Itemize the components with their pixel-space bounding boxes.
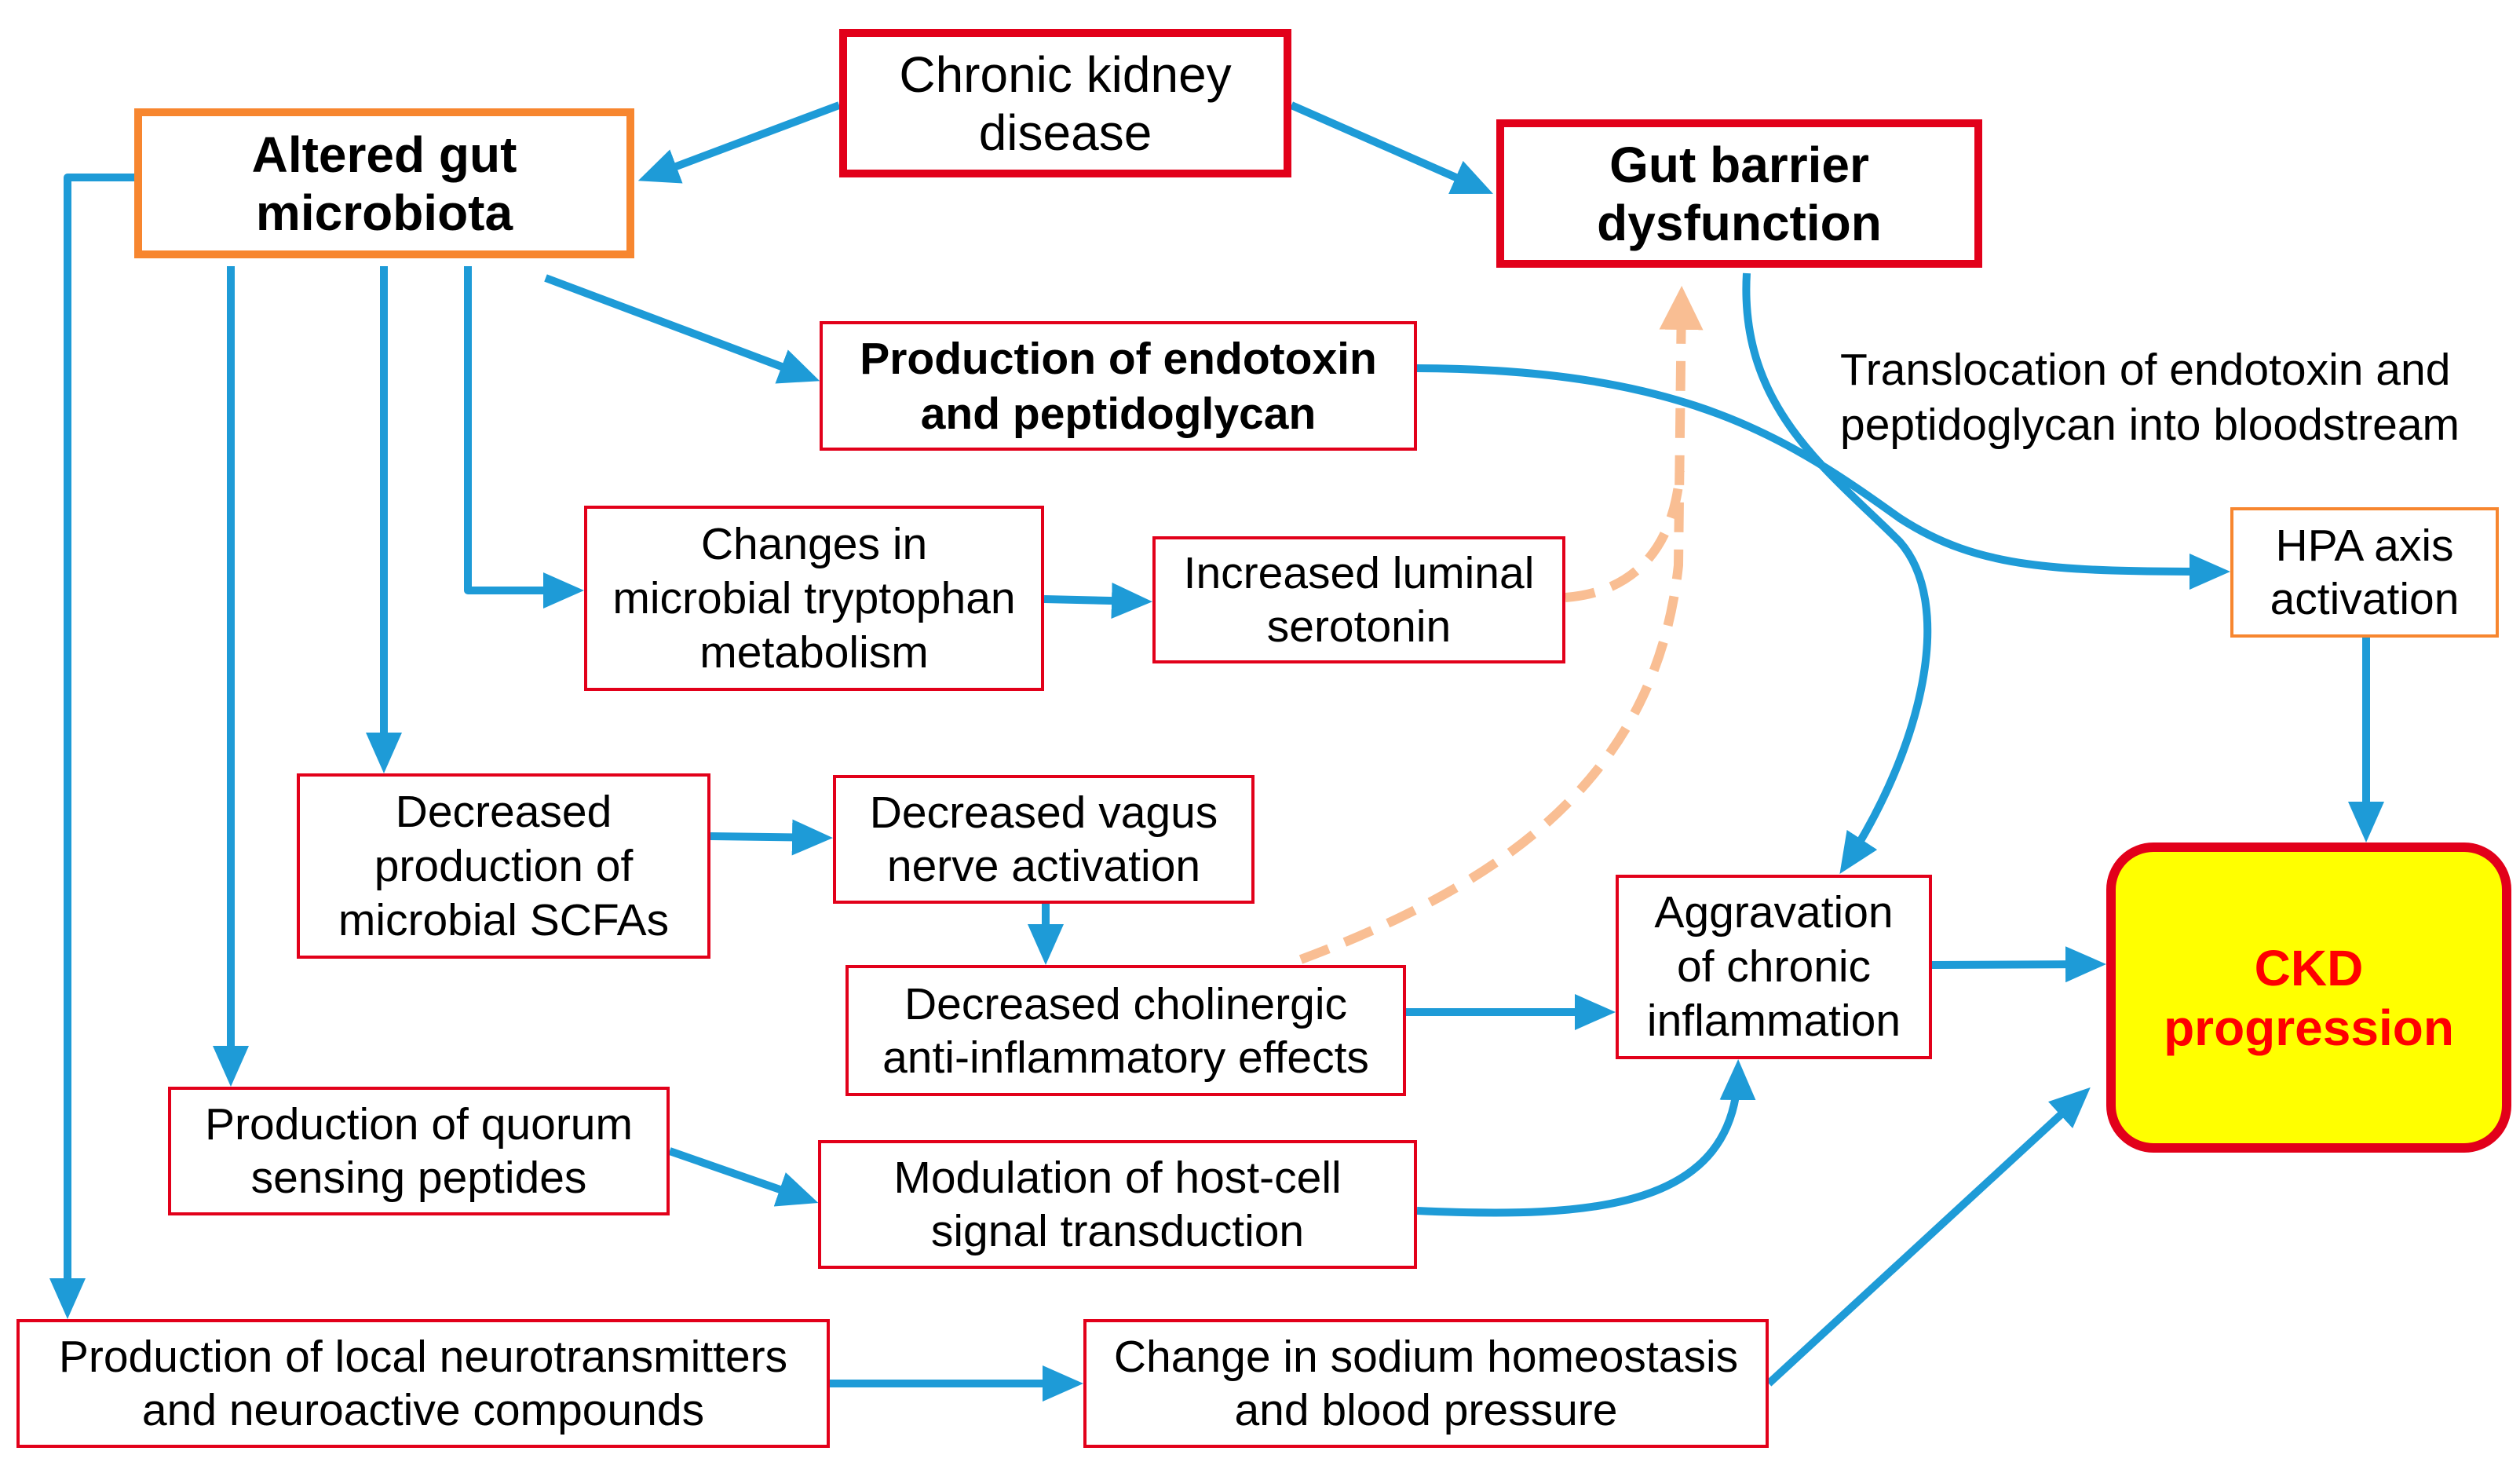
node-chronic-kidney-disease: Chronic kidney disease xyxy=(839,29,1291,177)
node-host-cell-signal-line-1: Modulation of host-cell xyxy=(893,1153,1342,1203)
node-ckd-progression: CKD progression xyxy=(2106,842,2511,1153)
node-chronic-inflammation-line-1: Aggravation xyxy=(1654,887,1894,938)
node-scfa-production-line-3: microbial SCFAs xyxy=(338,894,670,945)
node-cholinergic-effects: Decreased cholinergic anti-inflammatory … xyxy=(845,965,1406,1096)
node-chronic-kidney-disease-line-2: disease xyxy=(978,104,1152,161)
node-tryptophan-metabolism-line-3: metabolism xyxy=(699,627,929,678)
node-quorum-sensing-peptides-line-1: Production of quorum xyxy=(205,1099,633,1150)
node-host-cell-signal: Modulation of host-cell signal transduct… xyxy=(818,1140,1417,1269)
arrow-ckd-to-altered-gut-microbiota xyxy=(637,101,841,184)
dashed-arrow-serotonin-to-gut-barrier xyxy=(1565,470,1685,602)
edge-label-translocation-line-2: peptidoglycan into bloodstream xyxy=(1840,400,2460,450)
node-altered-gut-microbiota-line-1: Altered gut xyxy=(251,126,517,183)
node-scfa-production-line-2: production of xyxy=(374,840,634,891)
dashed-arrow-cholinergic-to-gut-barrier xyxy=(1298,286,1704,964)
node-ckd-progression-line-2: progression xyxy=(2164,999,2454,1056)
node-vagus-nerve-activation: Decreased vagus nerve activation xyxy=(833,775,1255,904)
arrow-scfa-to-vagus-nerve xyxy=(710,819,833,856)
node-tryptophan-metabolism-line-1: Changes in xyxy=(700,518,928,569)
node-hpa-axis-activation-line-2: activation xyxy=(2270,574,2460,624)
arrow-host-cell-signal-to-chronic-inflammation xyxy=(1416,1059,1756,1217)
node-cholinergic-effects-line-1: Decreased cholinergic xyxy=(904,978,1347,1029)
arrow-endotoxin-to-hpa-axis xyxy=(1416,364,2230,590)
node-ckd-progression-line-1: CKD xyxy=(2254,939,2364,996)
node-endotoxin-peptidoglycan-line-2: and peptidoglycan xyxy=(920,388,1317,439)
node-chronic-kidney-disease-line-1: Chronic kidney xyxy=(899,46,1232,103)
node-vagus-nerve-activation-line-2: nerve activation xyxy=(886,841,1201,891)
node-host-cell-signal-line-2: signal transduction xyxy=(930,1206,1305,1256)
node-luminal-serotonin: Increased luminal serotonin xyxy=(1152,536,1565,663)
node-tryptophan-metabolism: Changes in microbial tryptophan metaboli… xyxy=(584,506,1044,691)
node-scfa-production-line-1: Decreased xyxy=(395,786,612,837)
node-altered-gut-microbiota-line-2: microbiota xyxy=(255,184,513,241)
arrow-sodium-homeostasis-to-ckd-progression xyxy=(1766,1087,2091,1387)
edge-label-translocation-line-1: Translocation of endotoxin and xyxy=(1840,345,2451,395)
node-chronic-inflammation-line-3: inflammation xyxy=(1646,996,1901,1046)
node-local-neurotransmitters: Production of local neurotransmitters an… xyxy=(16,1319,830,1448)
node-sodium-homeostasis: Change in sodium homeostasis and blood p… xyxy=(1083,1319,1769,1448)
node-quorum-sensing-peptides-line-2: sensing peptides xyxy=(250,1153,587,1203)
node-luminal-serotonin-line-1: Increased luminal xyxy=(1183,548,1535,598)
arrow-tryptophan-to-serotonin xyxy=(1043,583,1152,620)
node-cholinergic-effects-line-2: anti-inflammatory effects xyxy=(882,1032,1369,1083)
arrow-quorum-sensing-to-host-cell-signal xyxy=(668,1147,819,1207)
node-sodium-homeostasis-line-2: and blood pressure xyxy=(1234,1385,1618,1435)
arrow-ckd-to-gut-barrier-dysfunction xyxy=(1289,101,1493,194)
node-scfa-production: Decreased production of microbial SCFAs xyxy=(297,773,710,959)
node-sodium-homeostasis-line-1: Change in sodium homeostasis xyxy=(1113,1332,1739,1382)
node-gut-barrier-dysfunction: Gut barrier dysfunction xyxy=(1496,119,1982,268)
node-tryptophan-metabolism-line-2: microbial tryptophan xyxy=(612,572,1016,623)
node-hpa-axis-activation: HPA axis activation xyxy=(2230,507,2499,638)
edge-label-translocation: Translocation of endotoxin and peptidogl… xyxy=(1840,342,2500,452)
node-hpa-axis-activation-line-1: HPA axis xyxy=(2275,521,2454,571)
node-chronic-inflammation-line-2: of chronic xyxy=(1676,941,1872,992)
node-chronic-inflammation: Aggravation of chronic inflammation xyxy=(1616,875,1932,1059)
arrow-chronic-inflammation-to-ckd-progression xyxy=(1931,946,2106,983)
node-endotoxin-peptidoglycan: Production of endotoxin and peptidoglyca… xyxy=(820,321,1417,451)
arrow-microbiota-to-tryptophan-metabolism xyxy=(464,266,584,609)
node-luminal-serotonin-line-2: serotonin xyxy=(1266,601,1452,652)
node-endotoxin-peptidoglycan-line-1: Production of endotoxin xyxy=(860,333,1377,384)
node-vagus-nerve-activation-line-1: Decreased vagus xyxy=(869,788,1218,838)
arrow-gut-barrier-to-chronic-inflammation xyxy=(1742,272,1932,875)
node-local-neurotransmitters-line-1: Production of local neurotransmitters xyxy=(58,1332,788,1382)
node-gut-barrier-dysfunction-line-1: Gut barrier xyxy=(1609,136,1869,193)
node-gut-barrier-dysfunction-line-2: dysfunction xyxy=(1597,194,1882,251)
arrow-microbiota-to-local-neurotransmitters xyxy=(49,174,134,1319)
node-altered-gut-microbiota: Altered gut microbiota xyxy=(134,108,634,258)
node-quorum-sensing-peptides: Production of quorum sensing peptides xyxy=(168,1087,670,1215)
node-local-neurotransmitters-line-2: and neuroactive compounds xyxy=(141,1385,705,1435)
arrow-microbiota-to-endotoxin-production xyxy=(544,274,820,384)
